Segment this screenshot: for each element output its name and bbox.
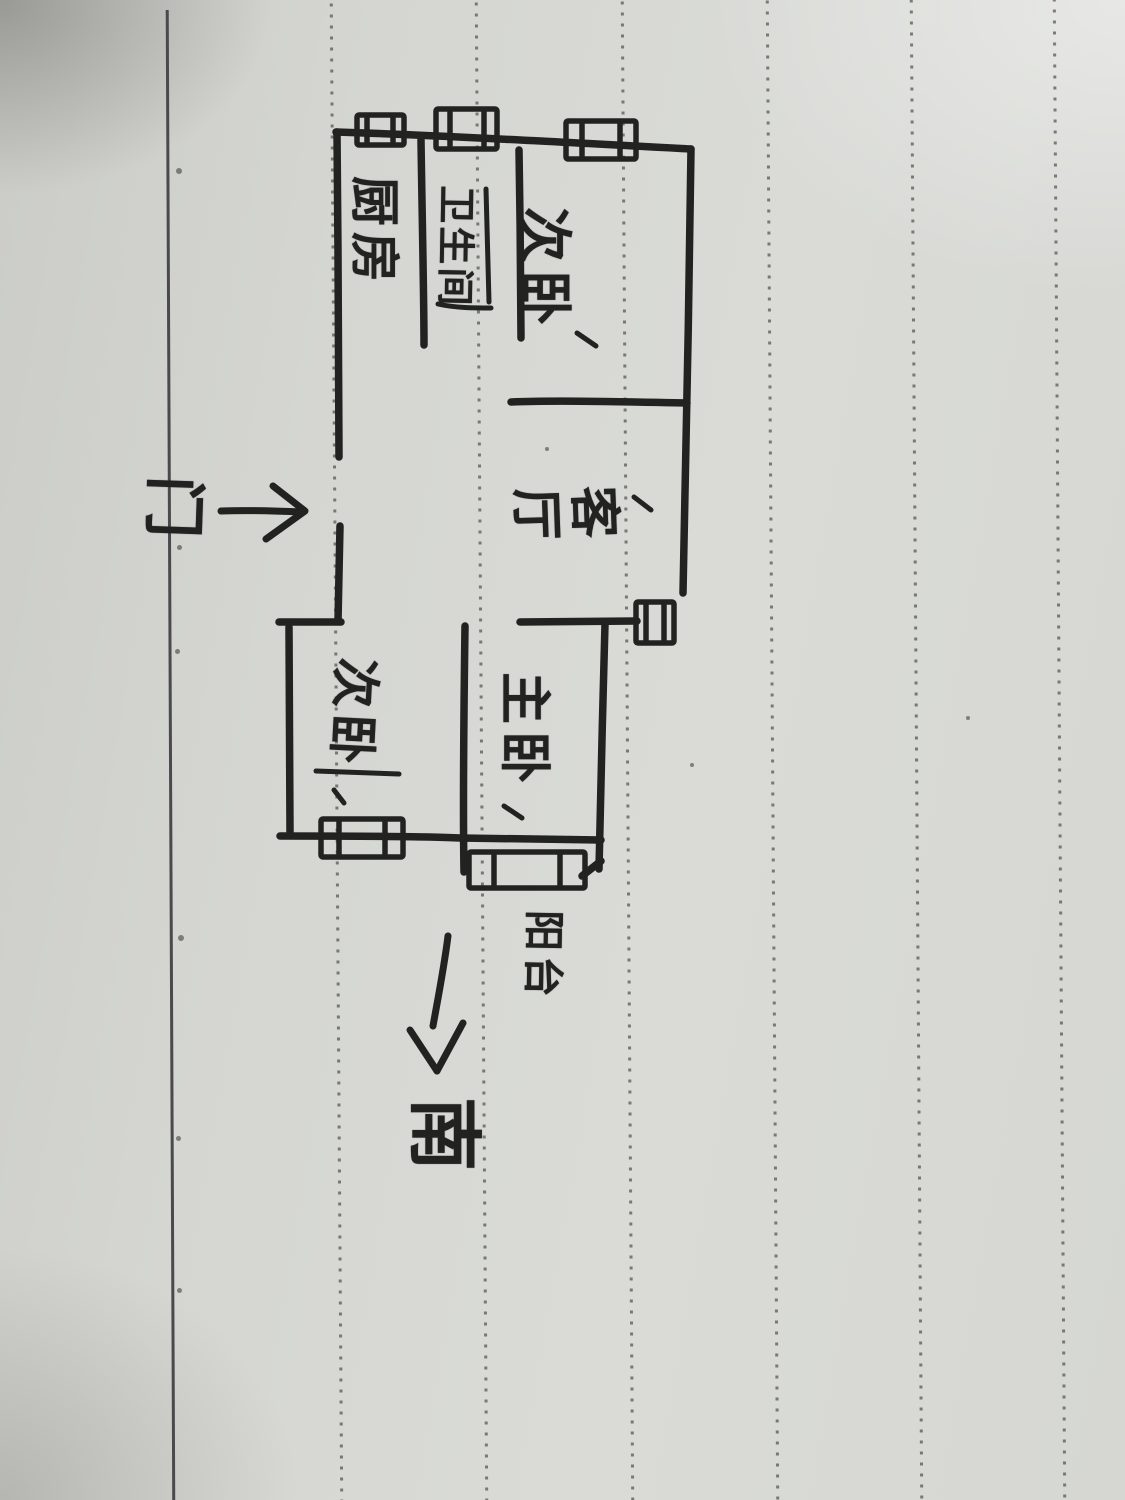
kitchen-window bbox=[354, 112, 407, 148]
bedroom-southwest-label-tick bbox=[331, 787, 347, 806]
corner-window bbox=[633, 599, 677, 646]
label-south: 南 bbox=[400, 1097, 487, 1171]
bedroom-north-label-tick bbox=[574, 330, 599, 349]
bedroom-southwest-window bbox=[318, 816, 406, 860]
master-bedroom-label-tick bbox=[501, 803, 525, 821]
living-room-label-tick bbox=[631, 494, 654, 513]
wall-bedrooms-divider bbox=[459, 622, 469, 876]
paper-speck bbox=[178, 935, 184, 941]
paper-speck bbox=[176, 168, 182, 174]
wall-master-top bbox=[516, 617, 641, 626]
paper-speck bbox=[966, 716, 970, 720]
wall-left-lower bbox=[334, 522, 344, 625]
wall-southwest-left bbox=[285, 623, 294, 836]
bathroom-label-underline-end bbox=[435, 301, 494, 311]
bathroom-label-underline bbox=[483, 186, 492, 305]
entrance-arrow bbox=[217, 482, 309, 543]
wall-master-right bbox=[595, 620, 609, 873]
south-arrow bbox=[406, 932, 467, 1075]
label-bedroom-north: 次卧 bbox=[512, 206, 576, 334]
paper-speck bbox=[177, 1288, 182, 1293]
wall-kitchen-bath bbox=[417, 136, 428, 349]
wall-left-upper bbox=[333, 128, 343, 461]
bathroom-window bbox=[433, 106, 500, 152]
bedroom-north-window bbox=[563, 118, 639, 162]
balcony-window bbox=[466, 849, 588, 891]
label-kitchen: 厨房 bbox=[345, 176, 403, 288]
label-master-bedroom: 主卧 bbox=[493, 671, 554, 791]
label-entrance-door: 门 bbox=[135, 474, 212, 540]
paper-speck bbox=[177, 545, 182, 550]
paper-speck bbox=[176, 1136, 181, 1141]
paper-speck bbox=[175, 649, 180, 654]
wall-south-bottom bbox=[276, 832, 605, 844]
label-balcony: 阳台 bbox=[518, 909, 568, 1003]
label-bedroom-southwest: 次卧 bbox=[321, 656, 385, 772]
paper-speck bbox=[545, 447, 549, 451]
wall-bedroom-north-bottom bbox=[507, 397, 691, 407]
wall-right bbox=[679, 145, 695, 597]
label-living-room: 客厅 bbox=[504, 475, 623, 540]
wall-bath-bedroom bbox=[515, 146, 525, 342]
paper-speck bbox=[690, 763, 694, 767]
bedroom-southwest-label-underline bbox=[313, 768, 402, 777]
label-bathroom: 卫生间 bbox=[432, 185, 479, 309]
